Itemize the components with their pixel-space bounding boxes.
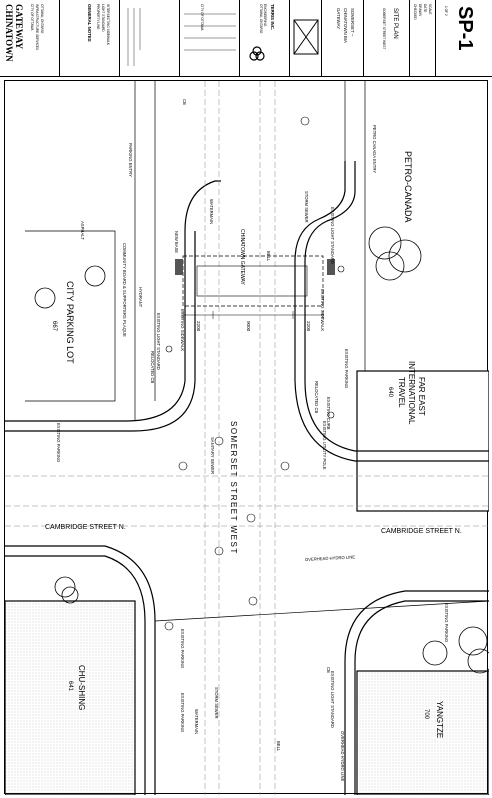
firm-address: OTTAWA, ONTARIO	[259, 4, 263, 34]
project-logo-cell: CHINATOWN GATEWAY CITY OF OTTAWA INFRAST…	[0, 0, 60, 76]
far-east-line1: FAR EAST	[417, 377, 426, 416]
yangtze-number: 700	[423, 709, 429, 720]
existing-light-standard-label: EXISTING LIGHT STANDARD	[156, 313, 161, 370]
building-yangtze	[356, 670, 489, 795]
street-name-somerset: SOMERSET STREET WEST	[229, 421, 238, 555]
chu-shing-label: CHU-SHING	[77, 665, 86, 710]
community-board-label: COMMUNITY BOARD & SUPPORTERS PLAQUE	[122, 243, 127, 337]
firm-address: ENGINEERING	[263, 4, 267, 27]
storm-sewer-label: STORM SEWER	[304, 191, 309, 223]
petro-canada-label: PETRO-CANADA	[403, 151, 413, 223]
existing-sidewalk-label: EXISTING SIDEWALK	[320, 289, 325, 331]
north-arrow-icon	[293, 19, 319, 55]
sheet-field: DRAWN	[418, 4, 422, 16]
overhead-hydro-line	[154, 600, 489, 622]
existing-parking-label: EXISTING PARKING	[344, 349, 349, 388]
dimension-long: 9000	[246, 321, 251, 332]
site-plan: PARKING ENTRY ASPHALT COMMUNITY BOARD & …	[4, 80, 489, 795]
designer-line: CITY OF OTTAWA	[30, 4, 34, 31]
cb-label: CB	[326, 667, 331, 673]
designer-line: INFRASTRUCTURE SERVICES	[35, 4, 39, 51]
north-arrow-cell	[290, 0, 322, 76]
existing-parking-label: EXISTING PARKING	[444, 603, 449, 642]
far-east-number: 640	[387, 387, 393, 398]
city-parking-lot-label: CITY PARKING LOT	[65, 281, 75, 364]
sheet-of: 1 OF 2	[444, 6, 448, 16]
storm-sewer-label: STORM SEWER	[214, 687, 219, 719]
asphalt-label: ASPHALT	[80, 221, 85, 240]
revisions-cell: CITY OF OTTAWA	[180, 0, 240, 76]
existing-light-standard-label: EXISTING LIGHT STANDARD	[330, 207, 335, 264]
overhead-hydro-line-label: OVERHEAD HYDRO LINE	[305, 554, 356, 562]
dimension-left: 2200	[196, 321, 201, 332]
street-edges	[5, 161, 489, 795]
sheet-number-cell: SP-1 1 OF 2	[436, 0, 492, 76]
hydrant-label: HYDRANT	[138, 287, 143, 308]
cb-label: CB	[182, 99, 187, 105]
sheet-field: SCALE	[428, 4, 432, 15]
building-far-east	[356, 370, 489, 512]
watermain-label: WATERMAIN	[209, 199, 214, 224]
far-east-line3: TRAVEL	[397, 377, 406, 408]
existing-parking-label: EXISTING PARKING	[180, 693, 185, 732]
drawing-title-cell: SITE PLAN SOMERSET STREET WEST	[364, 0, 410, 76]
gateway-outline	[182, 255, 324, 307]
existing-sidewalk-label: EXISTING SIDEWALK	[180, 309, 185, 351]
project-title-cell: SOMERSET – CHINATOWN BIA GATEWAY	[322, 0, 364, 76]
city-parking-lot-number: 667	[51, 321, 57, 332]
firm-cell: TERRIS INC. ENGINEERING OTTAWA, ONTARIO	[240, 0, 290, 76]
petro-canada-entry-label: PETRO CANADA ENTRY	[372, 125, 377, 173]
project-title-line: GATEWAY	[336, 8, 341, 30]
street-name-cambridge-2: CAMBRIDGE STREET N.	[381, 528, 462, 535]
project-title-line: CHINATOWN BIA	[343, 8, 348, 43]
relocated-cb-label: RELOCATED CB	[150, 351, 155, 383]
chinatown-gateway-label: CHINATOWN GATEWAY	[239, 229, 245, 285]
firm-logo-icon	[249, 46, 265, 61]
sheet-number: SP-1	[454, 6, 476, 51]
general-notes-heading: GENERAL NOTES	[87, 4, 92, 42]
existing-light-standard-label: EXISTING LIGHT STANDARD	[330, 671, 335, 728]
drawing-subtitle: SOMERSET STREET WEST	[382, 8, 386, 50]
sanitary-sewer-label: SANITARY SEWER	[210, 437, 215, 474]
chu-shing-number: 641	[67, 681, 73, 692]
legend-item: PROPERTY LINE	[96, 4, 100, 30]
parking-entry-label: PARKING ENTRY	[128, 143, 133, 177]
utility-lines	[5, 81, 489, 795]
existing-utility-pole-label: EXISTING UTILITY POLE	[322, 421, 327, 470]
legend-item: LIGHT STANDARD	[101, 4, 105, 32]
sheet-field: DATE	[423, 4, 427, 13]
existing-parking-label: EXISTING PARKING	[180, 629, 185, 668]
street-name-cambridge-1: CAMBRIDGE STREET N.	[45, 524, 126, 531]
sheet-fields-cell: SCALE DATE DRAWN CHECKED	[410, 0, 436, 76]
yangtze-label: YANGTZE	[435, 701, 444, 738]
building-chu-shing	[5, 600, 136, 795]
designer-line: OTTAWA, ONTARIO	[40, 4, 44, 34]
relocated-cb-label: RELOCATED CB	[314, 381, 319, 413]
project-logo-line2: GATEWAY	[14, 4, 24, 50]
drawing-title: SITE PLAN	[392, 8, 398, 39]
trees	[34, 226, 489, 674]
project-logo-line1: CHINATOWN	[4, 4, 14, 62]
watermain-label: WATERMAIN	[194, 709, 199, 734]
project-title-line: SOMERSET –	[350, 8, 355, 37]
designer-line: CITY OF OTTAWA	[200, 4, 204, 31]
firm-name: TERRIS INC.	[270, 4, 275, 31]
legend-item: INTERSECTING SIDEWALK	[106, 4, 110, 45]
general-notes-cell: GENERAL NOTES PROPERTY LINE LIGHT STANDA…	[60, 0, 120, 76]
existing-parking-label: EXISTING PARKING	[56, 423, 61, 462]
title-block: CHINATOWN GATEWAY CITY OF OTTAWA INFRAST…	[0, 0, 492, 77]
bell-label: BELL	[276, 741, 281, 752]
parking-lot-outline	[25, 230, 116, 402]
sheet-field: CHECKED	[413, 4, 417, 20]
overhead-hydro-line-label: OVERHEAD HYDRO LINE	[340, 731, 345, 781]
far-east-line2: INTERNATIONAL	[407, 361, 416, 425]
bell-label: BELL	[266, 251, 271, 262]
dimension-right: 2200	[306, 321, 311, 332]
notes-cell	[120, 0, 180, 76]
new-base-label: NEW BASE	[174, 231, 179, 253]
existing-curb-label: EXISTING CURB	[326, 397, 331, 430]
